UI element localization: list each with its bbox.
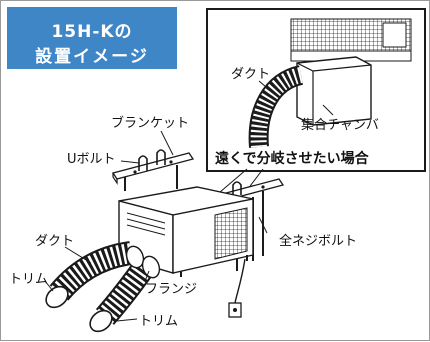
u-bolt-leader <box>120 160 140 164</box>
full-thread-bolt-label: 全ネジボルト <box>279 233 357 249</box>
title-line1: 15H-Kの <box>51 22 133 42</box>
power-cord <box>228 258 246 318</box>
full-thread-bolt-leader <box>258 216 268 234</box>
collection-chamber <box>296 56 372 126</box>
trim-left-label: トリム <box>9 272 48 287</box>
blanket-label: ブランケット <box>111 115 189 131</box>
flange-leader <box>144 270 150 282</box>
flange-label: フランジ <box>145 282 197 297</box>
blanket-rail-upper <box>111 152 195 185</box>
inset-duct-leader <box>258 80 274 94</box>
trim-left-leader <box>44 280 54 292</box>
title-box: 15H-Kの 設置イメージ <box>7 7 177 69</box>
inset-duct <box>248 65 304 148</box>
trim-bottom-label: トリム <box>139 314 178 329</box>
dust-collector-unit <box>118 186 254 277</box>
duct-left <box>45 241 133 309</box>
trim-bottom-leader <box>116 318 138 322</box>
title-line2: 設置イメージ <box>35 47 149 67</box>
inset-chamber-label: 集合チャンバ <box>301 117 379 133</box>
inset-caption: 遠くで分岐させたい場合 <box>215 150 370 167</box>
inset-panel: ダクト 集合チャンバ 遠くで分岐させたい場合 <box>206 8 426 172</box>
u-bolt-label: Uボルト <box>67 152 116 167</box>
inset-duct-label: ダクト <box>231 67 270 82</box>
flange <box>125 245 161 279</box>
u-bolt <box>138 149 242 195</box>
duct-leader <box>64 246 92 264</box>
blanket-leader <box>160 130 174 156</box>
inset-unit <box>290 18 412 62</box>
inset-chamber-leader <box>322 104 334 116</box>
duct-label: ダクト <box>35 234 74 249</box>
